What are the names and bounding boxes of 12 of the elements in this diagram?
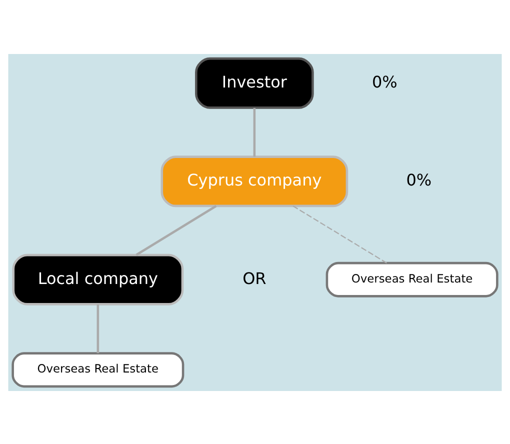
label: 0% (372, 72, 398, 91)
label: OR (242, 268, 266, 288)
node-box: Local company (12, 253, 184, 305)
connector (96, 304, 100, 353)
node-box: Investor (195, 56, 314, 108)
label: 0% (406, 170, 432, 190)
connector (292, 205, 387, 264)
node-box: Cyprus company (160, 155, 348, 207)
connector (136, 204, 217, 256)
connector (253, 108, 256, 156)
node-box: Overseas Real Estate (326, 261, 498, 297)
node-box: Overseas Real Estate (12, 352, 184, 388)
